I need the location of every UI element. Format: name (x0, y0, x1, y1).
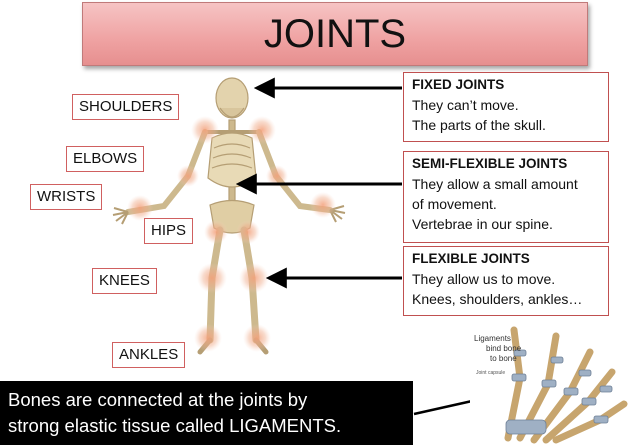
flexible-joints-line-1: They allow us to move. (412, 269, 602, 289)
info-box-semi-flexible-joints: SEMI-FLEXIBLE JOINTS They allow a small … (403, 151, 609, 243)
hand-caption-line3: to bone (490, 354, 517, 363)
hand-caption-line1: Ligaments (474, 334, 511, 343)
flexible-joints-line-2: Knees, shoulders, ankles… (412, 289, 602, 309)
ligament-caption-box: Bones are connected at the joints by str… (0, 381, 413, 445)
ligament-caption-line-2: strong elastic tissue called LIGAMENTS. (8, 413, 413, 439)
info-box-fixed-joints: FIXED JOINTS They can’t move. The parts … (403, 72, 609, 142)
info-box-flexible-joints: FLEXIBLE JOINTS They allow us to move. K… (403, 246, 609, 316)
label-wrists: WRISTS (30, 184, 102, 210)
flexible-joints-heading: FLEXIBLE JOINTS (412, 249, 602, 269)
label-knees: KNEES (92, 268, 157, 294)
label-ankles: ANKLES (112, 342, 185, 368)
ligament-caption-line-1: Bones are connected at the joints by (8, 387, 413, 413)
label-shoulders: SHOULDERS (72, 94, 179, 120)
hand-ligament-illustration: Ligaments bind bone to bone Joint capsul… (470, 322, 630, 442)
hand-caption-line2: bind bone (486, 344, 522, 353)
label-elbows: ELBOWS (66, 146, 144, 172)
semi-flexible-joints-heading: SEMI-FLEXIBLE JOINTS (412, 154, 602, 174)
hand-caption-capsule: Joint capsule (476, 370, 505, 376)
label-hips: HIPS (144, 218, 193, 244)
semi-flexible-joints-line-2: of movement. (412, 194, 602, 214)
fixed-joints-heading: FIXED JOINTS (412, 75, 602, 95)
fixed-joints-line-1: They can’t move. (412, 95, 602, 115)
fixed-joints-line-2: The parts of the skull. (412, 115, 602, 135)
semi-flexible-joints-line-3: Vertebrae in our spine. (412, 214, 602, 234)
semi-flexible-joints-line-1: They allow a small amount (412, 174, 602, 194)
